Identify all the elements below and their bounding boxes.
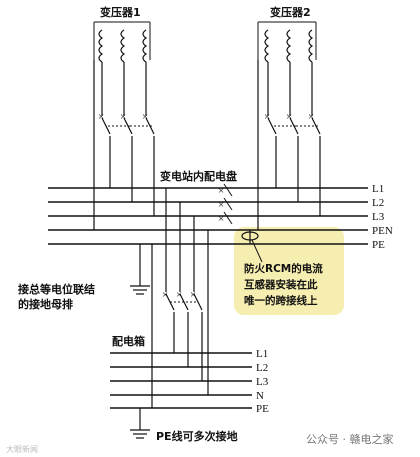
transformer-1-label: 变压器1 [100,5,141,19]
svg-text:×: × [308,111,314,123]
substation-panel-label: 变电站内配电盘 [160,169,237,183]
svg-text:×: × [218,185,224,197]
note-highlight [234,227,344,315]
note-line-1: 防火RCM的电流 [244,262,323,275]
transformer-2-label: 变压器2 [270,5,311,19]
distribution-box-label: 配电箱 [112,334,145,348]
transformer-2: 变压器2 × × × [257,5,321,230]
svg-text:×: × [286,111,292,123]
bus-l2-label: L2 [372,197,384,209]
box-l3-label: L3 [256,376,269,388]
transformer-1: 变压器1 × × × [93,5,155,230]
box-pe-label: PE [256,403,269,415]
bus-l1-label: L1 [372,183,384,195]
pe-ground: PE线可多次接地 [130,408,238,443]
svg-text:×: × [176,289,182,301]
equipotential-label-1: 接总等电位联结 [18,282,95,296]
note-line-3: 唯一的跨接线上 [244,294,318,307]
box-l1-label: L1 [256,348,268,360]
svg-text:×: × [218,199,224,211]
feeder: × × × [151,188,209,408]
svg-text:×: × [190,289,196,301]
svg-text:×: × [142,111,148,123]
svg-text:×: × [98,111,104,123]
note-line-2: 互感器安装在此 [244,278,318,291]
svg-text:×: × [162,289,168,301]
svg-text:×: × [264,111,270,123]
svg-text:×: × [120,111,126,123]
bus-pe-label: PE [372,239,385,251]
pen-pe-jumper [241,230,263,263]
svg-text:×: × [218,213,224,225]
bus-pen-label: PEN [372,225,393,237]
equipotential-bonding: 接总等电位联结 的接地母排 [18,244,150,311]
box-n-label: N [256,390,264,402]
equipotential-label-2: 的接地母排 [18,297,73,311]
tie-switch: × × × [218,183,233,225]
distribution-box-busbars: L1 L2 L3 N PE [110,348,269,415]
pe-ground-label: PE线可多次接地 [156,429,238,443]
current-transformer-icon [241,231,259,241]
watermark-left: 大眼新闻 [6,444,38,454]
watermark-right: 公众号 · 赣电之家 [306,432,394,446]
box-l2-label: L2 [256,362,268,374]
bus-l3-label: L3 [372,211,385,223]
